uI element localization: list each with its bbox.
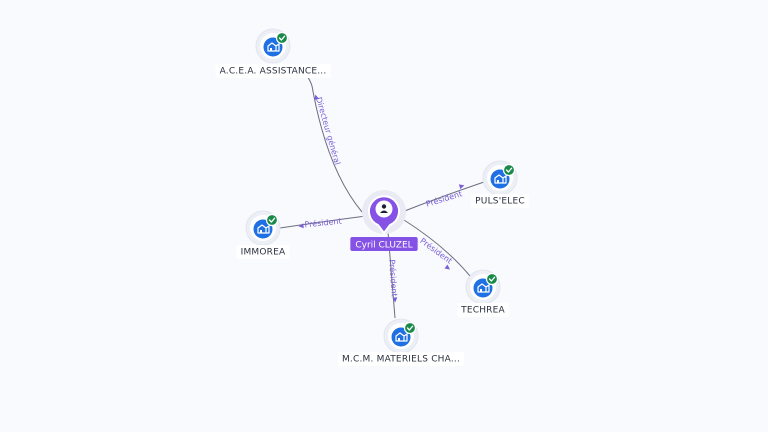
verified-check-icon (265, 213, 279, 227)
person-name-label: Cyril CLUZEL (350, 237, 418, 251)
company-name-label: TECHREA (457, 303, 509, 317)
company-name-label: M.C.M. MATERIELS CHA... (337, 352, 465, 366)
edge-line (401, 181, 485, 213)
edge-label: Président (387, 259, 400, 297)
company-name: A.C.E.A. ASSISTANCE... (220, 67, 327, 77)
company-name: PULS'ELEC (475, 197, 525, 207)
edge-immorea: Président (279, 215, 367, 230)
verified-check-icon (502, 163, 516, 177)
edge-label: Président (425, 188, 464, 208)
edge-line (403, 219, 471, 277)
edge-arrow-icon (314, 94, 320, 101)
company-node-immorea[interactable]: IMMOREA (236, 210, 290, 259)
edge-arrow-icon (392, 297, 398, 303)
edge-label: Président (304, 216, 342, 230)
edge-arrow-icon (458, 184, 465, 190)
person-name: Cyril CLUZEL (355, 241, 412, 251)
company-node-acea[interactable]: A.C.E.A. ASSISTANCE... (215, 28, 331, 78)
company-name: M.C.M. MATERIELS CHA... (342, 355, 460, 365)
edge-label: Président (418, 236, 454, 266)
company-node-techrea[interactable]: TECHREA (457, 269, 509, 317)
verified-check-icon (403, 321, 417, 335)
company-name-label: PULS'ELEC (471, 194, 529, 208)
edge-label: Directeur général (314, 96, 343, 166)
person-icon (375, 200, 393, 218)
edge-arrow-icon (298, 223, 304, 229)
company-node-pulselec[interactable]: PULS'ELEC (471, 160, 529, 208)
company-name: TECHREA (460, 306, 505, 316)
verified-check-icon (485, 272, 499, 286)
company-name: IMMOREA (241, 248, 286, 258)
verified-check-icon (275, 31, 289, 45)
company-name-label: IMMOREA (236, 245, 290, 259)
person-node[interactable]: Cyril CLUZEL (350, 190, 418, 251)
company-name-label: A.C.E.A. ASSISTANCE... (215, 64, 331, 78)
edge-acea: Directeur général (299, 69, 363, 213)
edge-line (279, 215, 367, 229)
company-node-mcm[interactable]: M.C.M. MATERIELS CHA... (337, 318, 465, 366)
edge-arrow-icon (444, 264, 451, 270)
